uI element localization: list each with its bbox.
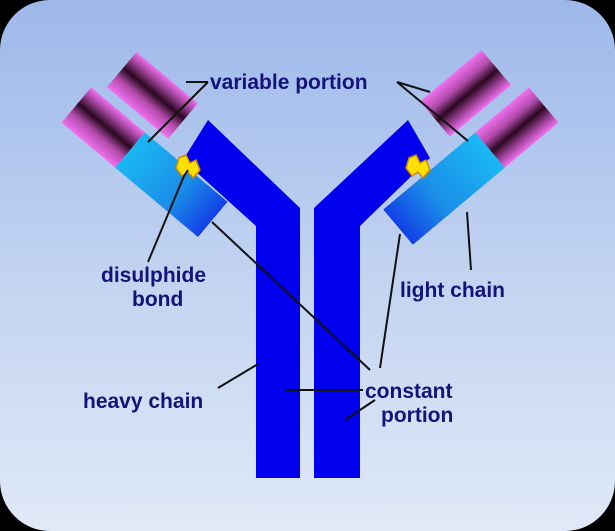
label-variable-portion: variable portion bbox=[210, 71, 368, 94]
disulphide-bond-right-icon bbox=[405, 154, 431, 180]
label-portion: portion bbox=[381, 404, 453, 427]
label-bond: bond bbox=[132, 288, 183, 311]
label-constant: constant bbox=[365, 380, 453, 403]
light-chain-left-variable bbox=[61, 87, 145, 168]
label-light-chain: light chain bbox=[400, 279, 505, 302]
heavy-chain-right-variable bbox=[420, 49, 512, 137]
heavy-chain-right bbox=[314, 120, 430, 478]
heavy-chain-left-variable bbox=[106, 51, 198, 139]
label-heavy-chain: heavy chain bbox=[83, 390, 203, 413]
light-chain-right-constant bbox=[383, 132, 505, 245]
light-chain-left-constant bbox=[115, 132, 228, 238]
label-disulphide: disulphide bbox=[101, 264, 206, 287]
heavy-chain-left bbox=[183, 120, 300, 478]
light-chain-right-variable bbox=[475, 87, 559, 168]
leader-lines bbox=[147, 81, 472, 421]
disulphide-bond-left-icon bbox=[175, 154, 201, 180]
